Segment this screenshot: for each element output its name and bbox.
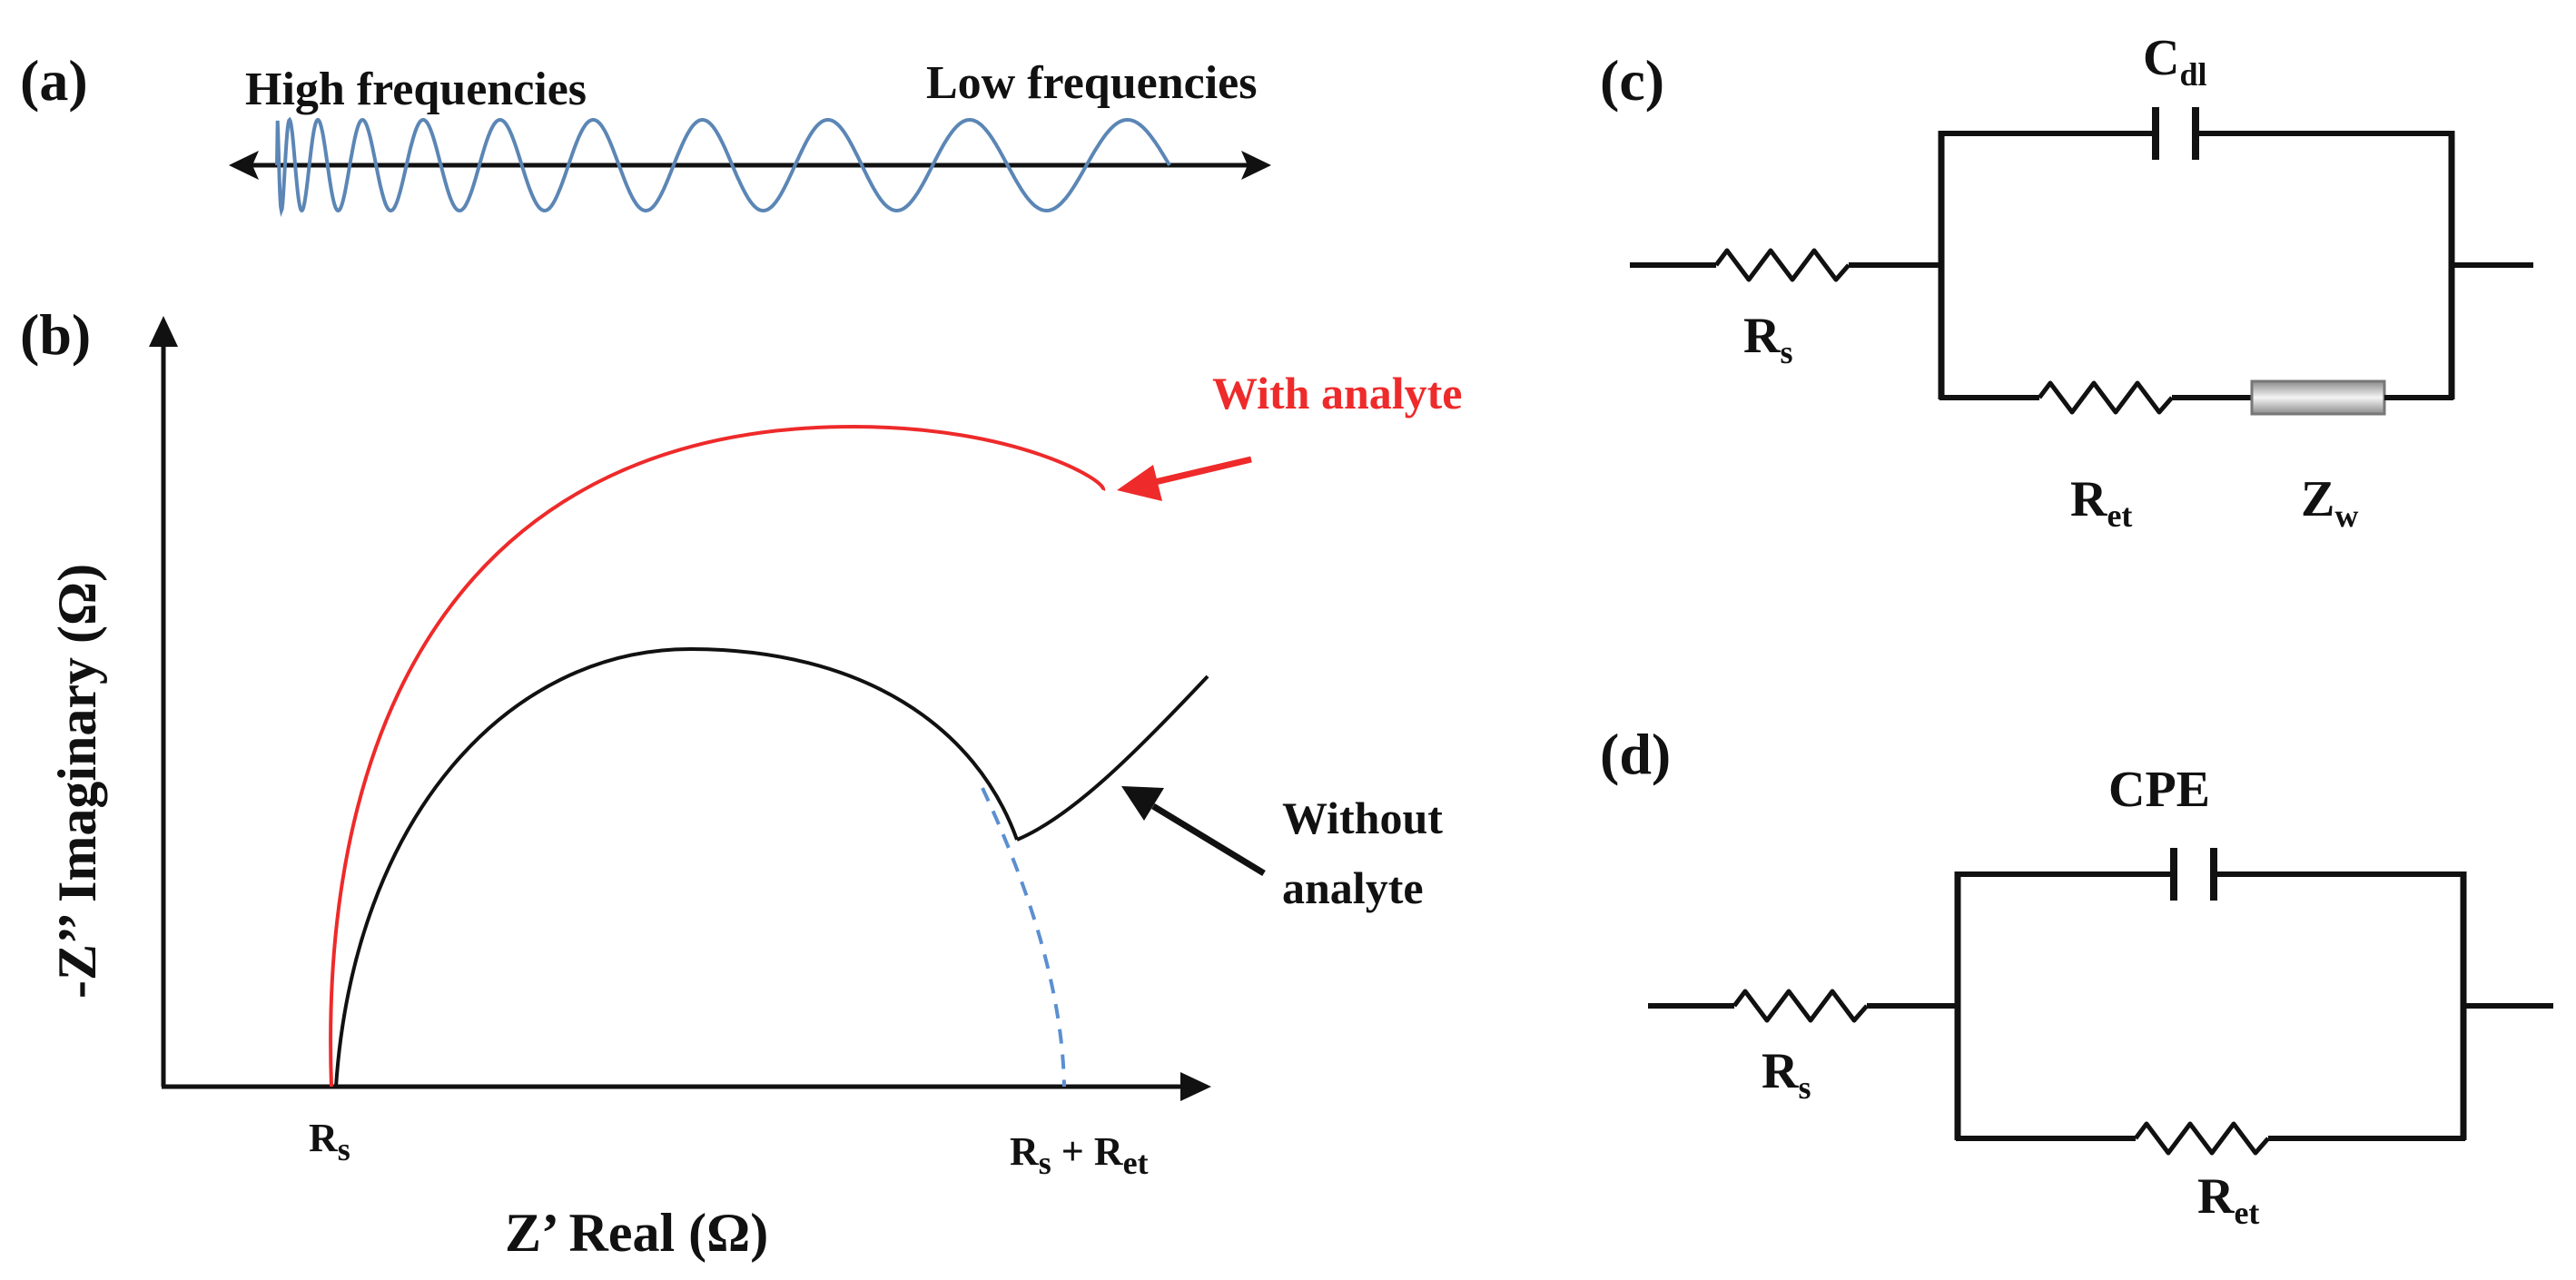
circuit-d-ret-label: Ret xyxy=(2197,1168,2259,1231)
frequency-axis-left-arrowhead xyxy=(229,151,259,180)
panel-c-label: (c) xyxy=(1600,48,1664,113)
low-frequencies-label: Low frequencies xyxy=(926,57,1257,109)
circuit-c-rs-resistor xyxy=(1714,248,1851,282)
circuit-d-cpe-label: CPE xyxy=(2108,762,2210,818)
high-frequencies-label: High frequencies xyxy=(245,64,587,115)
y-axis-arrowhead xyxy=(149,316,178,347)
circuit-c-warburg-element xyxy=(2250,379,2386,416)
circuit-c-zw-label: Zw xyxy=(2301,471,2358,534)
x-axis-arrowhead xyxy=(1180,1072,1211,1101)
without-analyte-curve xyxy=(334,646,1019,1088)
circuit-c-rs-label: Rs xyxy=(1743,308,1792,370)
with-analyte-arrow-shaft xyxy=(1150,456,1252,487)
panel-c: (c) Cdl Rs Ret Zw xyxy=(1600,30,2533,534)
frequency-sweep-wave xyxy=(275,116,1171,218)
frequency-axis-right-arrowhead xyxy=(1241,151,1271,180)
without-analyte-label-line1: Without xyxy=(1282,793,1443,843)
with-analyte-label: With analyte xyxy=(1212,368,1463,418)
circuit-c-ret-resistor xyxy=(2038,380,2174,415)
panel-b-label: (b) xyxy=(20,302,91,367)
x-axis-title: Z’ Real (Ω) xyxy=(505,1203,768,1263)
panel-d: (d) CPE Rs Ret xyxy=(1600,722,2553,1231)
without-analyte-extrapolated-semicircle xyxy=(981,787,1066,1088)
circuit-c-ret-label: Ret xyxy=(2070,471,2132,534)
panel-d-label: (d) xyxy=(1600,722,1671,786)
panel-a-label: (a) xyxy=(20,48,88,113)
y-axis-title: -Z’’ Imaginary (Ω) xyxy=(47,564,107,999)
circuit-d-rs-resistor xyxy=(1732,989,1869,1023)
without-analyte-arrow-shaft xyxy=(1151,803,1266,876)
with-analyte-curve xyxy=(329,424,1106,1088)
circuit-d-rs-label: Rs xyxy=(1762,1043,1811,1106)
warburg-diffusion-tail xyxy=(1016,674,1209,842)
circuit-c-cdl-label: Cdl xyxy=(2143,30,2206,93)
circuit-d-ret-resistor xyxy=(2134,1121,2270,1156)
with-analyte-arrowhead xyxy=(1117,465,1162,501)
panel-b: (b) With analyte Without analyte Rs Rs +… xyxy=(20,302,1463,1263)
x-tick-rs-plus-ret: Rs + Ret xyxy=(1010,1129,1149,1181)
without-analyte-arrowhead xyxy=(1121,786,1164,821)
x-tick-rs: Rs xyxy=(309,1116,350,1167)
without-analyte-label-line2: analyte xyxy=(1282,862,1424,913)
panel-a: (a) High frequencies Low frequencies xyxy=(20,48,1271,218)
